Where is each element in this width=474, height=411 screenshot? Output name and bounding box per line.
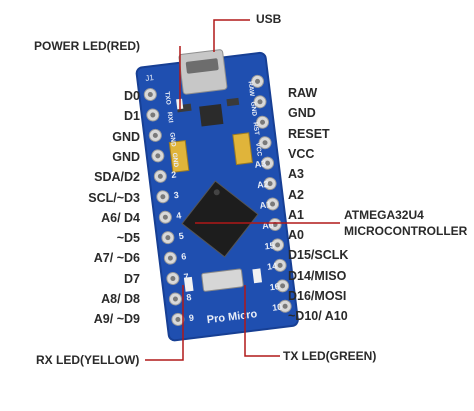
silk-left-label: 9 xyxy=(188,313,194,324)
usb-callout-line xyxy=(213,19,250,52)
silk-right-label: 10 xyxy=(272,302,283,313)
silk-left-label: 7 xyxy=(183,272,189,283)
pin-hole xyxy=(275,242,281,248)
silk-right-label: RAW xyxy=(246,81,255,98)
right-pin-label: A2 xyxy=(288,187,304,202)
pin-hole xyxy=(157,173,163,179)
silk-right-label: A1 xyxy=(259,199,272,210)
left-pin-label: D0 xyxy=(124,89,140,103)
silk-left-label: GND xyxy=(168,132,177,147)
pin-hole xyxy=(147,92,153,98)
silk-right-label: GND xyxy=(249,101,258,116)
pin-hole xyxy=(277,262,283,268)
callout-lines xyxy=(145,19,340,361)
smd-resistor xyxy=(226,97,240,107)
silk-left-label: 3 xyxy=(173,190,179,201)
tx-led-callout-line xyxy=(244,285,280,357)
pin-hole xyxy=(172,296,178,302)
power-led-label: POWER LED(RED) xyxy=(34,39,140,53)
right-pin-label: RESET xyxy=(288,126,330,141)
atmega-label: ATMEGA32U4 xyxy=(344,208,424,222)
right-pin-pads xyxy=(251,74,292,313)
left-pin-label: SCL/~D3 xyxy=(88,190,140,205)
right-pin-label: ~D10/ A10 xyxy=(288,309,348,324)
right-pin-label: GND xyxy=(288,106,316,121)
pin-hole xyxy=(167,255,173,261)
pin-hole xyxy=(162,214,168,220)
right-pin-label: RAW xyxy=(288,86,318,100)
pin-hole xyxy=(270,201,276,207)
silk-left-label: GND xyxy=(171,152,180,167)
silk-right-label: A2 xyxy=(257,179,270,190)
rx-led-label: RX LED(YELLOW) xyxy=(36,353,140,367)
atmega-chip xyxy=(181,180,259,258)
silk-right-label: A0 xyxy=(262,220,275,231)
pin-hole xyxy=(260,119,266,125)
right-pin-label: D14/MISO xyxy=(288,268,347,283)
silk-right-label: RST xyxy=(251,122,260,136)
right-pin-label: A1 xyxy=(288,207,304,222)
rx-led xyxy=(183,276,194,292)
right-pin-label: VCC xyxy=(288,146,315,161)
silk-left-labels: TXO RXI GND GND 2 3 4 5 6 7 8 9 xyxy=(163,91,194,324)
silk-left-label: 6 xyxy=(181,251,187,262)
pin-hole xyxy=(170,276,176,282)
silk-right-label: 14 xyxy=(267,261,278,272)
regulator-chip xyxy=(199,103,224,127)
silk-left-label: 2 xyxy=(171,169,177,180)
pin-hole xyxy=(265,160,271,166)
silk-right-label: 15 xyxy=(264,240,275,251)
left-pin-label: A7/ ~D6 xyxy=(93,251,140,266)
silk-left-label: 5 xyxy=(178,231,184,242)
right-pin-label: D16/MOSI xyxy=(288,289,347,303)
left-pin-label: D7 xyxy=(124,271,140,286)
silk-right-label: 16 xyxy=(269,281,280,292)
pin-hole xyxy=(280,283,286,289)
silk-right-label: VCC xyxy=(254,142,263,157)
left-pin-label: SDA/D2 xyxy=(94,170,140,185)
pin-hole xyxy=(152,132,158,138)
right-pin-label: A0 xyxy=(288,228,304,243)
left-pin-label: A9/ ~D9 xyxy=(93,312,140,327)
usb-label: USB xyxy=(256,12,282,26)
left-pin-label: A6/ D4 xyxy=(101,210,140,225)
pin-hole xyxy=(262,140,268,146)
silk-left-label: RXI xyxy=(166,112,174,124)
right-pin-label: A3 xyxy=(288,167,304,182)
tx-led-label: TX LED(GREEN) xyxy=(283,349,377,363)
silk-left-label: TXO xyxy=(163,91,172,105)
left-pin-label: A8/ D8 xyxy=(101,292,140,306)
capacitor-left xyxy=(168,140,190,173)
rx-led-callout-line xyxy=(145,285,184,361)
pin-hole xyxy=(150,112,156,118)
left-pin-label: GND xyxy=(112,129,140,144)
right-pin-label: D15/SCLK xyxy=(288,248,349,263)
microcontroller-label: MICROCONTROLLER xyxy=(344,224,468,238)
pin-hole xyxy=(255,78,261,84)
usb-port-slot xyxy=(185,58,219,74)
left-pin-label: ~D5 xyxy=(116,231,140,246)
pin-hole xyxy=(160,194,166,200)
left-pin-pads xyxy=(143,88,185,326)
pin-hole xyxy=(155,153,161,159)
pin-hole xyxy=(282,303,288,309)
pin-hole xyxy=(175,316,181,322)
silk-corner-mark: J1 xyxy=(145,73,155,83)
pin-hole xyxy=(267,181,273,187)
capacitor-right xyxy=(232,132,253,166)
left-pin-label: GND xyxy=(112,149,140,164)
pin-hole xyxy=(257,99,263,105)
silk-left-label: 8 xyxy=(186,292,192,303)
left-pin-label: D1 xyxy=(124,109,140,124)
silk-right-label: A3 xyxy=(254,158,267,169)
tx-led xyxy=(252,268,263,284)
pin-hole xyxy=(165,235,171,241)
crystal-oscillator xyxy=(201,268,244,292)
silk-left-label: 4 xyxy=(176,210,182,221)
